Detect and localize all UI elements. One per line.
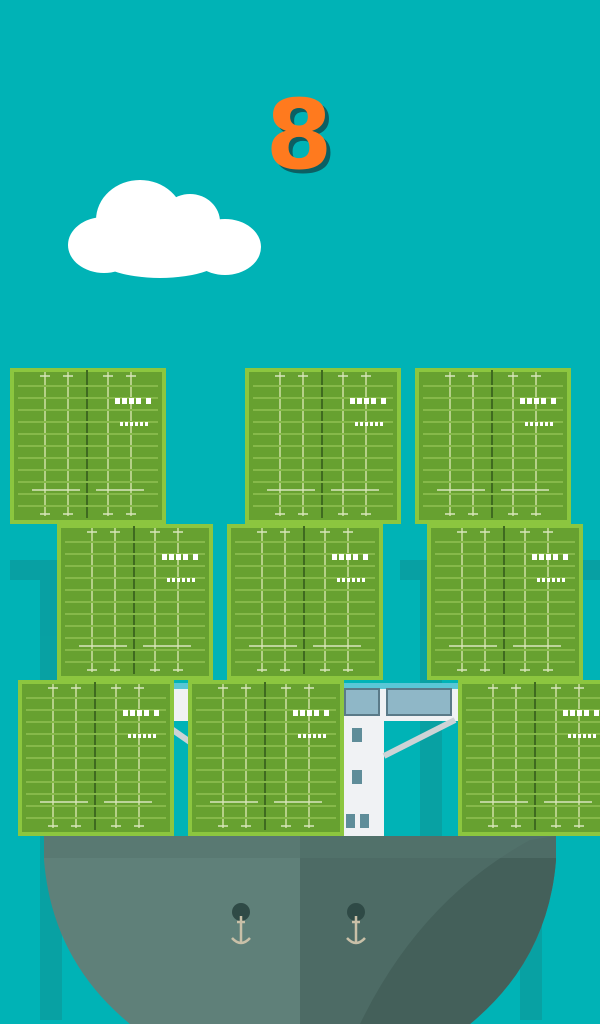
container (10, 368, 166, 524)
container (188, 680, 344, 836)
container (415, 368, 571, 524)
ship-hull (44, 836, 556, 1024)
score-counter: 8 (265, 79, 335, 191)
container-stack (10, 368, 600, 836)
container (227, 524, 383, 680)
container (427, 524, 583, 680)
container (458, 680, 600, 836)
cloud-icon (68, 180, 261, 278)
container (18, 680, 174, 836)
container (57, 524, 213, 680)
container (245, 368, 401, 524)
